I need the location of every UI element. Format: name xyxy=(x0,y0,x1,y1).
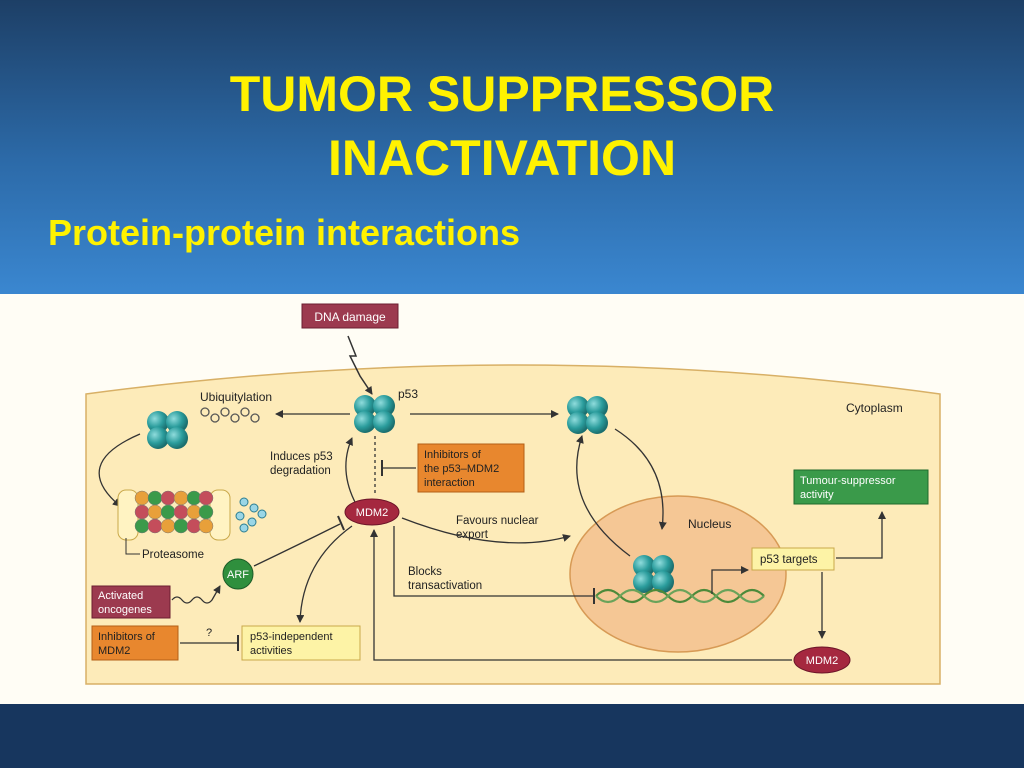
proteasome-label: Proteasome xyxy=(142,549,204,561)
favours-label-2: export xyxy=(456,529,489,541)
inhibitors-mdm2-box: Inhibitors of MDM2 xyxy=(91,625,179,661)
inhibitors-p53-label-1: Inhibitors of xyxy=(424,449,482,461)
p53-independent-box: p53-independent activities xyxy=(241,625,361,661)
mdm2-oval: MDM2 xyxy=(344,498,400,526)
p53-indep-label-1: p53-independent xyxy=(250,631,333,643)
p53-label: p53 xyxy=(398,387,418,401)
p53-tetramer-nuclear xyxy=(633,555,674,593)
tumour-label-1: Tumour-suppressor xyxy=(800,475,896,487)
mdm2-nuclear-label: MDM2 xyxy=(806,655,838,667)
p53-indep-label-2: activities xyxy=(250,645,293,657)
diagram-panel: DNA damage p53 Ubiquitylation Cytoplasm xyxy=(0,294,1024,704)
mdm2-label: MDM2 xyxy=(356,507,388,519)
slide-title: TUMOR SUPPRESSOR INACTIVATION xyxy=(0,62,1004,190)
cytoplasm-label: Cytoplasm xyxy=(846,401,903,415)
nucleus xyxy=(569,495,787,653)
dna-helix xyxy=(595,588,765,604)
title-line-1: TUMOR SUPPRESSOR xyxy=(229,66,775,122)
activated-label-1: Activated xyxy=(98,590,143,602)
activated-oncogenes-box: Activated oncogenes xyxy=(91,585,171,619)
ubiquitin-chain xyxy=(200,407,260,423)
slide-subtitle: Protein-protein interactions xyxy=(48,212,521,253)
nucleus-label: Nucleus xyxy=(688,517,731,531)
dna-damage-box: DNA damage xyxy=(301,303,399,329)
p53-tetramer-right xyxy=(567,396,608,434)
activated-label-2: oncogenes xyxy=(98,604,152,616)
inhibitors-p53-label-3: interaction xyxy=(424,477,475,489)
p53-targets-label: p53 targets xyxy=(760,554,818,566)
blocks-label-1: Blocks xyxy=(408,566,442,578)
arf-circle: ARF xyxy=(222,558,254,590)
mdm2-nuclear-oval: MDM2 xyxy=(793,646,851,674)
blocks-label-2: transactivation xyxy=(408,580,482,592)
inhibitors-p53-label-2: the p53–MDM2 xyxy=(424,463,499,475)
induces-label-2: degradation xyxy=(270,465,331,477)
tumour-label-2: activity xyxy=(800,489,834,501)
p53-tetramer-center xyxy=(354,395,395,433)
p53-tetramer-ubiquitylated xyxy=(147,411,188,449)
title-line-2: INACTIVATION xyxy=(327,130,677,186)
favours-label-1: Favours nuclear xyxy=(456,515,539,527)
induces-label-1: Induces p53 xyxy=(270,451,333,463)
peptide-fragments xyxy=(235,497,267,533)
footer-band xyxy=(0,704,1024,768)
ubiquitylation-label: Ubiquitylation xyxy=(200,390,272,404)
arf-label: ARF xyxy=(227,569,249,581)
question-mark: ? xyxy=(206,627,212,639)
inhibitors-p53-mdm2-box: Inhibitors of the p53–MDM2 interaction xyxy=(417,443,525,493)
p53-targets-box: p53 targets xyxy=(751,547,835,571)
lightning-icon xyxy=(347,335,373,395)
inhibitors-mdm2-label-2: MDM2 xyxy=(98,645,130,657)
tumour-suppressor-box: Tumour-suppressor activity xyxy=(793,469,929,505)
p53-mdm2-pathway-diagram: DNA damage p53 Ubiquitylation Cytoplasm xyxy=(85,303,941,685)
inhibitors-mdm2-label-1: Inhibitors of xyxy=(98,631,156,643)
dna-damage-label: DNA damage xyxy=(314,310,386,324)
proteasome xyxy=(117,489,231,541)
